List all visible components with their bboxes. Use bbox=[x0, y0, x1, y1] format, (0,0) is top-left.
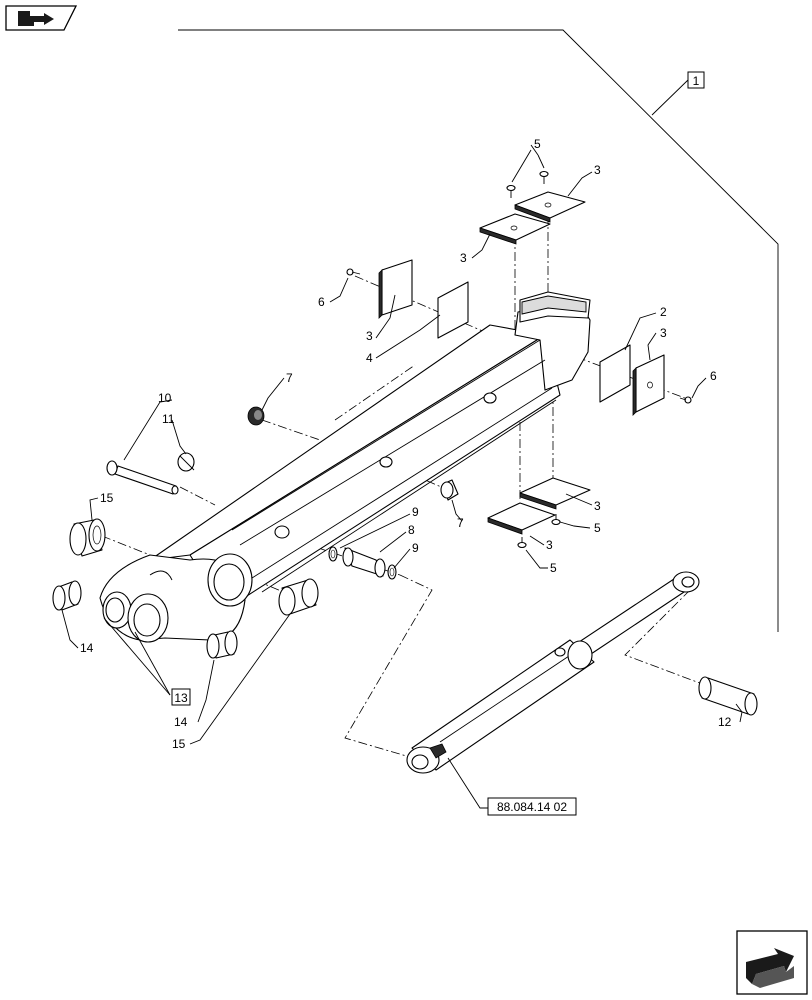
callout-4: 4 bbox=[366, 351, 373, 365]
linch-clip bbox=[177, 452, 195, 472]
assembly-reference-box: 1 bbox=[687, 71, 705, 89]
wear-pad-bottom-left bbox=[487, 502, 556, 535]
plug-bottom bbox=[440, 479, 459, 501]
callout-7-bottom: 7 bbox=[457, 516, 464, 530]
callout-3-bottom-right: 3 bbox=[594, 499, 601, 513]
bushing-upper-left bbox=[69, 518, 106, 557]
wear-pad-right-side bbox=[632, 354, 665, 416]
plug-top bbox=[247, 406, 265, 426]
screw-left-side bbox=[346, 268, 361, 276]
callout-15-top: 15 bbox=[100, 491, 114, 505]
callout-3-top-right: 3 bbox=[594, 163, 601, 177]
callout-12: 12 bbox=[718, 715, 732, 729]
assembly-ref-label: 1 bbox=[693, 74, 700, 88]
pivot-pin bbox=[106, 460, 179, 495]
cylinder-ref-label: 88.084.14 02 bbox=[497, 800, 567, 814]
arm-reference-box[interactable]: 13 bbox=[171, 688, 191, 706]
wear-pad-top-left bbox=[479, 213, 551, 245]
callout-7-top: 7 bbox=[286, 371, 293, 385]
callout-15-bottom: 15 bbox=[172, 737, 186, 751]
callout-3-top-left: 3 bbox=[460, 251, 467, 265]
hydraulic-cylinder bbox=[406, 571, 700, 774]
bushing-lower-left bbox=[52, 580, 82, 611]
callout-5-bottom-left: 5 bbox=[550, 561, 557, 575]
assembly-leader bbox=[651, 79, 689, 116]
bushing-lower-right bbox=[206, 630, 238, 659]
boom-arm bbox=[99, 291, 591, 643]
callout-11: 11 bbox=[162, 412, 175, 426]
cylinder-rod-pin bbox=[698, 676, 758, 716]
shim-plate-left bbox=[437, 281, 469, 339]
callout-3-right-side: 3 bbox=[660, 326, 667, 340]
leader-lines bbox=[61, 144, 743, 809]
callout-3-bottom-left: 3 bbox=[546, 538, 553, 552]
screw-bottom-left bbox=[517, 537, 527, 549]
wear-pad-left-side bbox=[378, 259, 413, 319]
shim-plate-right bbox=[599, 344, 631, 403]
callout-6-left: 6 bbox=[318, 295, 325, 309]
callout-labels: 5 3 3 6 3 4 2 3 6 7 10 11 15 7 9 8 9 3 5… bbox=[80, 137, 732, 751]
callout-9-bottom: 9 bbox=[412, 541, 419, 555]
callout-3-left-side: 3 bbox=[366, 329, 373, 343]
book-arrow-icon[interactable] bbox=[5, 5, 78, 31]
callout-9-top: 9 bbox=[412, 505, 419, 519]
snap-ring-left bbox=[328, 546, 338, 562]
cylinder-reference-link[interactable]: 88.084.14 02 bbox=[487, 797, 577, 816]
screw-right-side bbox=[679, 396, 692, 404]
assembly-bracket-line bbox=[178, 29, 779, 632]
cylinder-pin bbox=[342, 547, 386, 578]
wear-pad-bottom-right bbox=[519, 477, 591, 510]
screw-top-left bbox=[506, 184, 516, 198]
callout-6-right: 6 bbox=[710, 369, 717, 383]
next-page-arrow-icon[interactable] bbox=[736, 930, 808, 995]
callout-10: 10 bbox=[158, 391, 172, 405]
callout-5-top: 5 bbox=[534, 137, 541, 151]
snap-ring-right bbox=[387, 564, 397, 580]
callout-2: 2 bbox=[660, 305, 667, 319]
screw-top-right bbox=[539, 170, 549, 184]
bushing-upper-right bbox=[278, 578, 319, 616]
wear-pad-top-right bbox=[514, 191, 586, 223]
callout-14-right: 14 bbox=[174, 715, 188, 729]
callout-8: 8 bbox=[408, 523, 415, 537]
arm-ref-label: 13 bbox=[174, 691, 188, 705]
callout-14-left: 14 bbox=[80, 641, 94, 655]
callout-5-bottom-right: 5 bbox=[594, 521, 601, 535]
